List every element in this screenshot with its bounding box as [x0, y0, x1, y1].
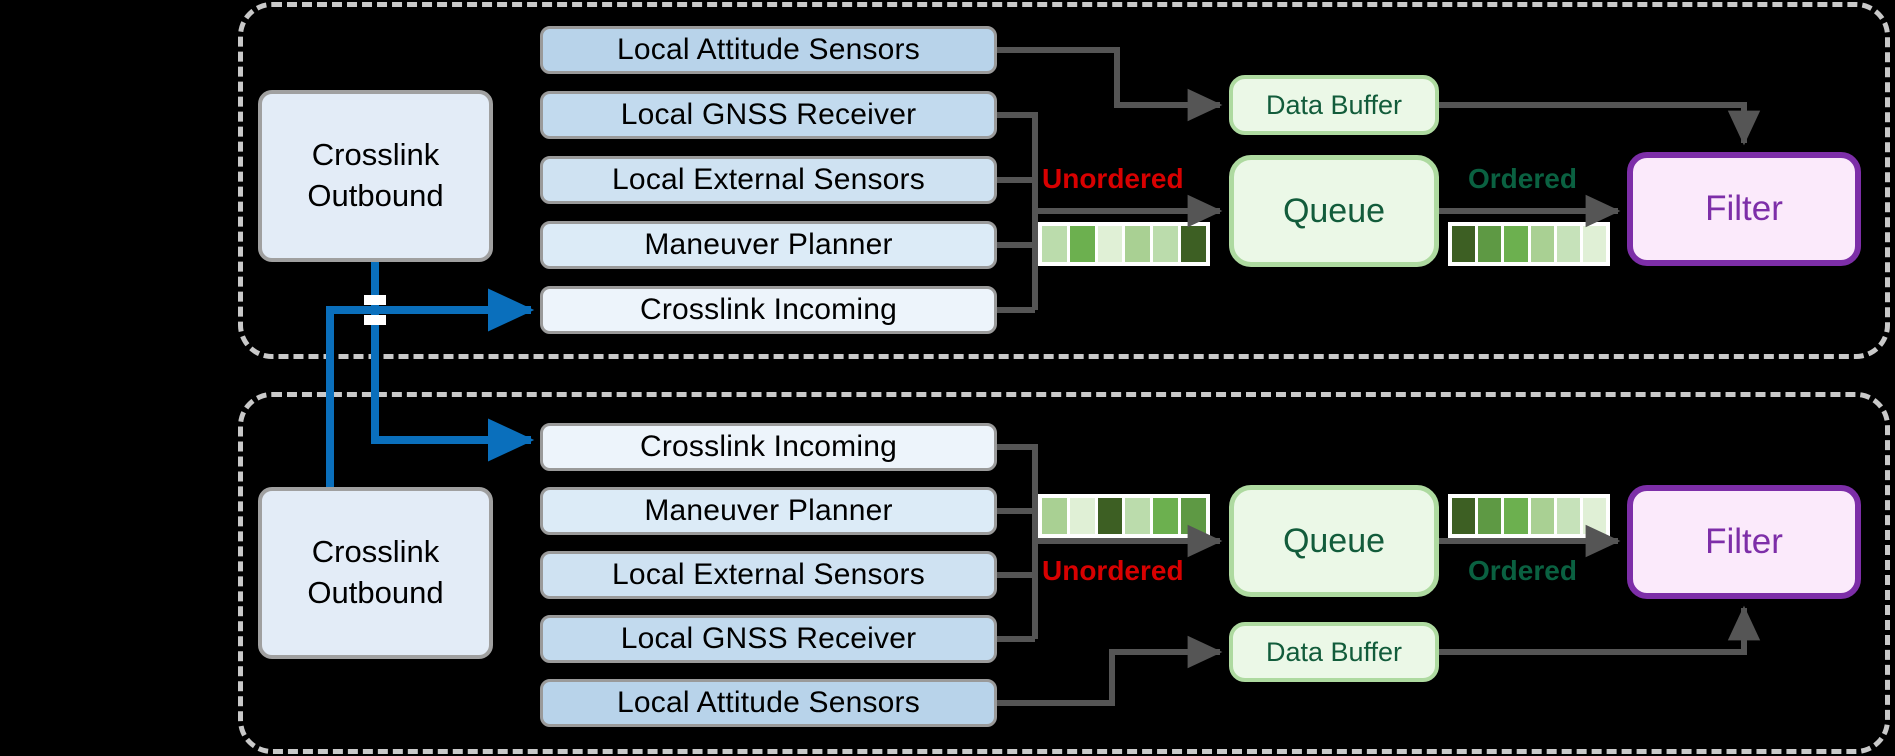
source-box-maneuver-planner-bottom: Maneuver Planner [540, 487, 997, 535]
strip-cell-0 [1042, 498, 1067, 534]
data-buffer-label: Data Buffer [1265, 89, 1403, 120]
strip-cell-4 [1153, 498, 1179, 534]
source-label: Crosslink Incoming [639, 293, 898, 326]
queue-label: Queue [1282, 191, 1386, 230]
source-label: Local External Sensors [612, 163, 925, 196]
ordered-strip-bottom [1448, 494, 1610, 538]
strip-cell-3 [1125, 498, 1151, 534]
unordered-strip-top [1038, 222, 1210, 266]
strip-cell-0 [1452, 226, 1476, 262]
source-box-local-external-sensors-top: Local External Sensors [540, 156, 997, 204]
unordered-label-top: Unordered [1042, 163, 1184, 194]
source-label: Maneuver Planner [644, 228, 893, 261]
panel-top-spacecraft [238, 2, 1890, 359]
strip-cell-0 [1452, 498, 1476, 534]
strip-cell-2 [1504, 226, 1528, 262]
source-label: Maneuver Planner [644, 494, 893, 527]
queue-top: Queue [1229, 155, 1439, 267]
source-label: Crosslink Incoming [639, 430, 898, 463]
outbound-line-1: Crosslink [311, 534, 440, 570]
source-box-crosslink-incoming-bottom: Crosslink Incoming [540, 423, 997, 471]
unordered-strip-bottom [1038, 494, 1210, 538]
strip-cell-1 [1069, 226, 1095, 262]
panel-bottom-spacecraft [238, 392, 1890, 754]
filter-bottom: Filter [1627, 485, 1861, 599]
filter-label: Filter [1705, 522, 1783, 561]
strip-cell-4 [1556, 498, 1580, 534]
source-box-maneuver-planner-top: Maneuver Planner [540, 221, 997, 269]
source-box-crosslink-incoming-top: Crosslink Incoming [540, 286, 997, 334]
filter-top: Filter [1627, 152, 1861, 266]
source-box-local-gnss-receiver-top: Local GNSS Receiver [540, 91, 997, 139]
ordered-strip-top [1448, 222, 1610, 266]
strip-cell-3 [1530, 498, 1554, 534]
strip-cell-0 [1042, 226, 1067, 262]
unordered-label-bottom: Unordered [1042, 555, 1184, 586]
strip-cell-5 [1582, 498, 1607, 534]
outbound-line-2: Outbound [307, 178, 444, 213]
source-box-local-attitude-sensors-top: Local Attitude Sensors [540, 26, 997, 74]
source-label: Local Attitude Sensors [617, 686, 920, 719]
data-buffer-bottom: Data Buffer [1229, 622, 1439, 682]
data-buffer-label: Data Buffer [1265, 636, 1403, 667]
queue-bottom: Queue [1229, 485, 1439, 597]
strip-cell-2 [1504, 498, 1528, 534]
source-label: Local External Sensors [612, 558, 925, 591]
strip-cell-4 [1556, 226, 1580, 262]
source-label: Local GNSS Receiver [620, 622, 917, 655]
data-buffer-top: Data Buffer [1229, 75, 1439, 135]
strip-cell-1 [1478, 226, 1502, 262]
crosslink-outbound-top: Crosslink Outbound [258, 90, 493, 262]
outbound-line-1: Crosslink [311, 137, 440, 173]
ordered-label-top: Ordered [1468, 163, 1577, 194]
strip-cell-2 [1097, 226, 1123, 262]
strip-cell-1 [1069, 498, 1095, 534]
strip-cell-5 [1181, 226, 1206, 262]
strip-cell-4 [1153, 226, 1179, 262]
strip-cell-5 [1181, 498, 1206, 534]
strip-cell-2 [1097, 498, 1123, 534]
source-label: Local GNSS Receiver [620, 98, 917, 131]
source-box-local-gnss-receiver-bottom: Local GNSS Receiver [540, 615, 997, 663]
source-box-local-external-sensors-bottom: Local External Sensors [540, 551, 997, 599]
strip-cell-3 [1125, 226, 1151, 262]
source-box-local-attitude-sensors-bottom: Local Attitude Sensors [540, 679, 997, 727]
crosslink-outbound-bottom: Crosslink Outbound [258, 487, 493, 659]
source-label: Local Attitude Sensors [617, 33, 920, 66]
queue-label: Queue [1282, 521, 1386, 560]
strip-cell-3 [1530, 226, 1554, 262]
outbound-line-2: Outbound [307, 575, 444, 610]
ordered-label-bottom: Ordered [1468, 555, 1577, 586]
strip-cell-5 [1582, 226, 1607, 262]
strip-cell-1 [1478, 498, 1502, 534]
filter-label: Filter [1705, 189, 1783, 228]
